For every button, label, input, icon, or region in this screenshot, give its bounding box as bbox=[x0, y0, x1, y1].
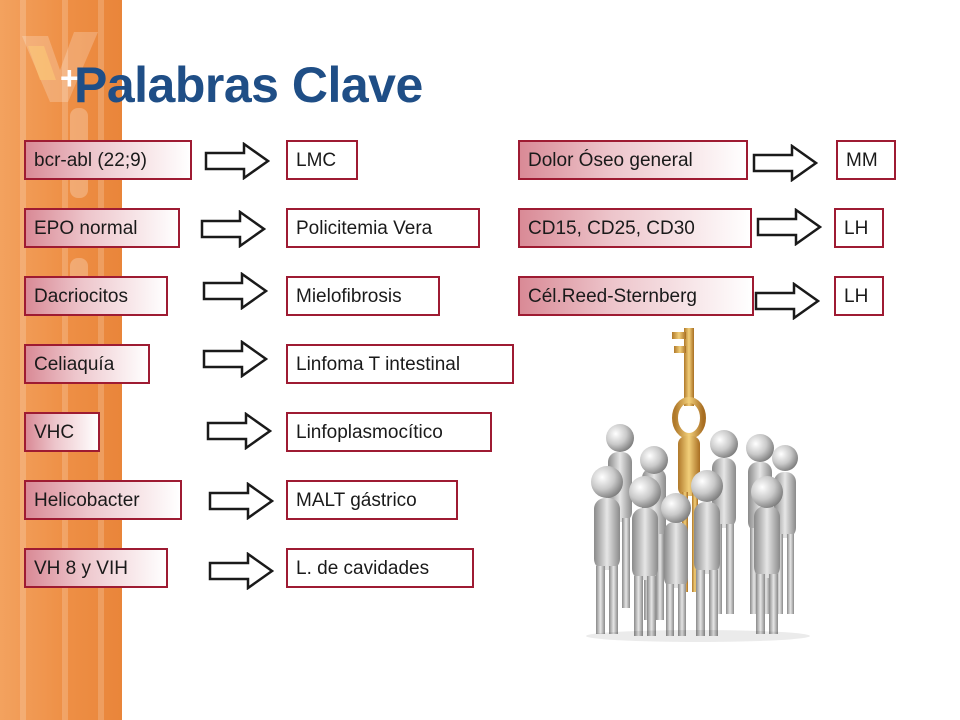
term-box: VHC bbox=[24, 412, 100, 452]
right-arrow-icon bbox=[754, 282, 820, 320]
term-box: VH 8 y VIH bbox=[24, 548, 168, 588]
result-box: LH bbox=[834, 276, 884, 316]
right-arrow-icon bbox=[200, 210, 266, 248]
right-arrow-icon bbox=[756, 208, 822, 246]
result-box: Linfoplasmocítico bbox=[286, 412, 492, 452]
result-box: LMC bbox=[286, 140, 358, 180]
term-box: bcr-abl (22;9) bbox=[24, 140, 192, 180]
term-box: Helicobacter bbox=[24, 480, 182, 520]
term-box: EPO normal bbox=[24, 208, 180, 248]
right-arrow-icon bbox=[204, 142, 270, 180]
right-arrow-icon bbox=[752, 144, 818, 182]
term-box: CD15, CD25, CD30 bbox=[518, 208, 752, 248]
result-box: Linfoma T intestinal bbox=[286, 344, 514, 384]
right-arrow-icon bbox=[202, 272, 268, 310]
page-title: Palabras Clave bbox=[74, 57, 423, 113]
term-box: Dolor Óseo general bbox=[518, 140, 748, 180]
result-box: Policitemia Vera bbox=[286, 208, 480, 248]
result-box: MALT gástrico bbox=[286, 480, 458, 520]
term-box: Dacriocitos bbox=[24, 276, 168, 316]
sidebar-stripe bbox=[20, 0, 26, 720]
right-arrow-icon bbox=[206, 412, 272, 450]
result-box: L. de cavidades bbox=[286, 548, 474, 588]
result-box: LH bbox=[834, 208, 884, 248]
right-arrow-icon bbox=[208, 552, 274, 590]
key-people-illustration-icon bbox=[586, 328, 810, 642]
result-box: MM bbox=[836, 140, 896, 180]
logo-mark-icon bbox=[22, 32, 98, 102]
right-arrow-icon bbox=[202, 340, 268, 378]
result-box: Mielofibrosis bbox=[286, 276, 440, 316]
term-box: Celiaquía bbox=[24, 344, 150, 384]
right-arrow-icon bbox=[208, 482, 274, 520]
title-plus-mark: + bbox=[60, 60, 79, 96]
term-box: Cél.Reed-Sternberg bbox=[518, 276, 754, 316]
